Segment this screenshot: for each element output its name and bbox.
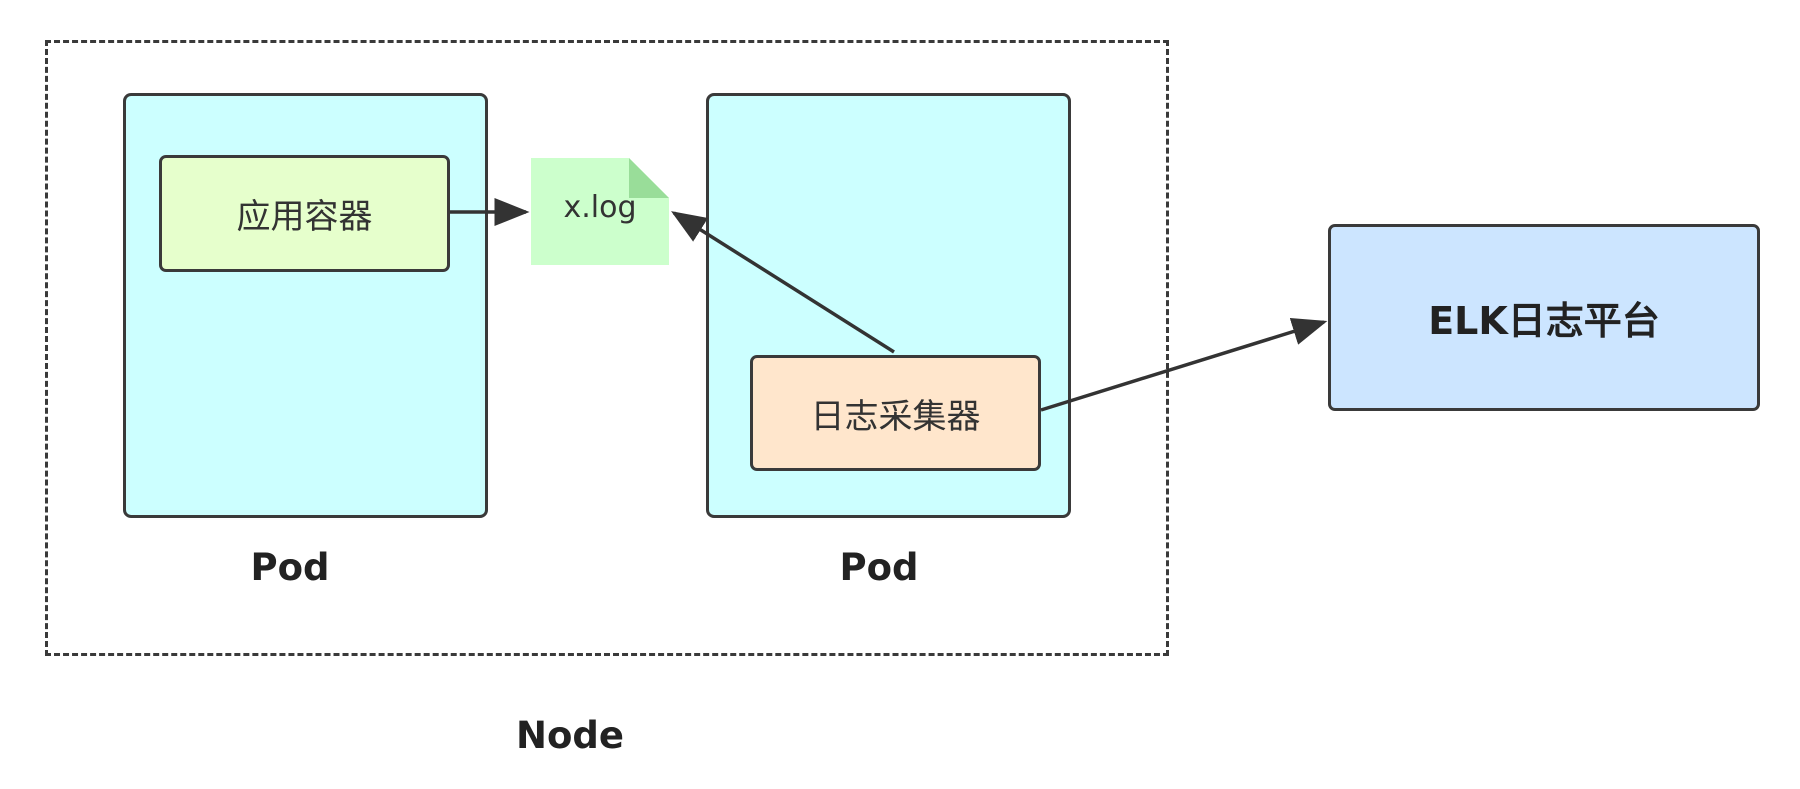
pod-label-right: Pod <box>839 546 919 589</box>
elk-platform-label: ELK日志平台 <box>1428 299 1660 343</box>
log-file-icon <box>531 158 669 265</box>
log-collector-box: 日志采集器 <box>750 355 1041 471</box>
arrow-collector-to-elk <box>1040 317 1328 412</box>
arrow-collector-to-log <box>671 211 895 354</box>
app-container-box: 应用容器 <box>159 155 450 272</box>
app-container-label: 应用容器 <box>236 197 373 237</box>
elk-platform-box: ELK日志平台 <box>1328 224 1760 411</box>
node-boundary <box>45 40 1169 656</box>
node-label: Node <box>516 714 624 757</box>
log-collector-label: 日志采集器 <box>810 396 981 437</box>
pod-label-left: Pod <box>250 546 330 589</box>
log-file-label: x.log <box>563 190 637 225</box>
